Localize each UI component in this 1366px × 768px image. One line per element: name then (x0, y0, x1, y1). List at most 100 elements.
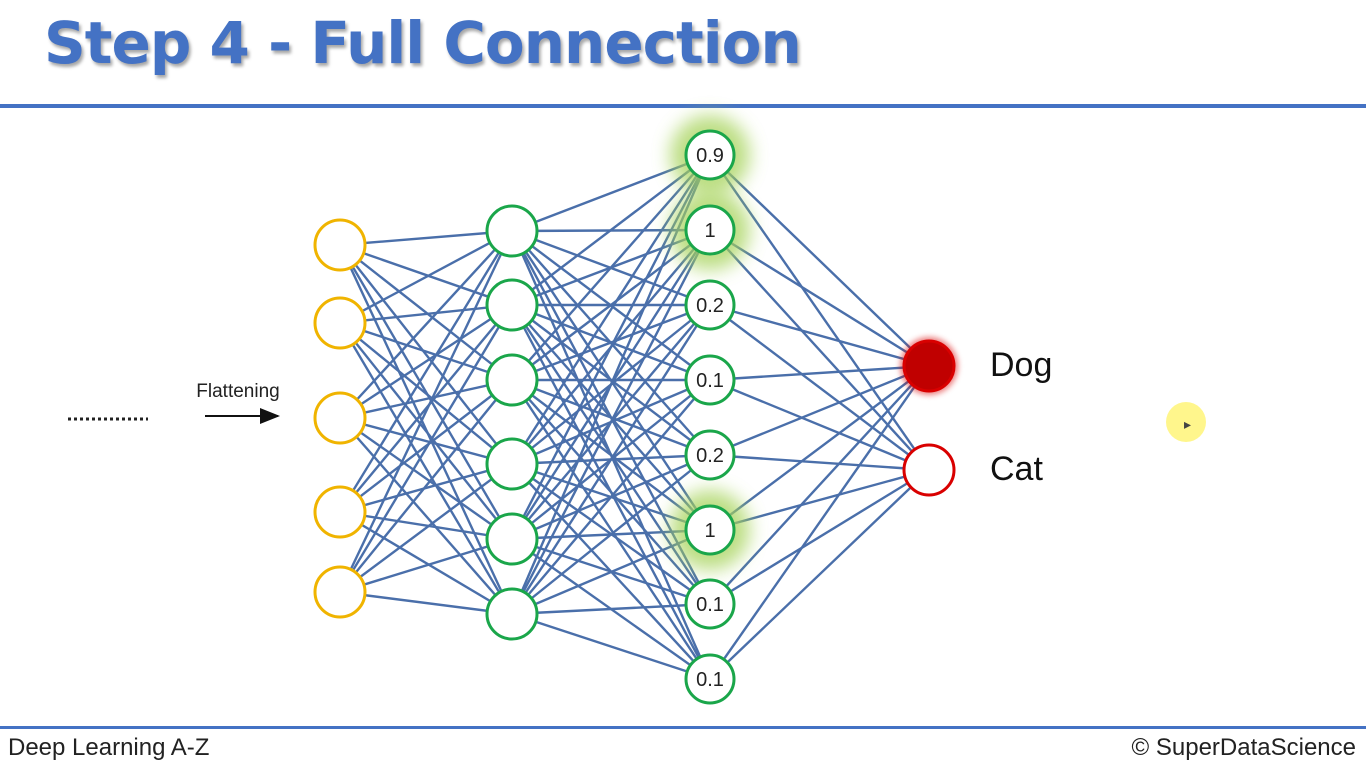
connection-line (511, 378, 711, 457)
connection-line (339, 462, 513, 514)
connection-line (339, 303, 513, 325)
connection-line (339, 510, 513, 541)
connection-line (510, 154, 712, 465)
connection-line (339, 244, 513, 465)
input-neuron (313, 218, 367, 272)
connection-line (511, 602, 711, 616)
title-divider (0, 104, 1366, 108)
connection-line (511, 612, 711, 681)
input-neuron (313, 485, 367, 539)
fully-connected-neuron (684, 653, 736, 705)
connection-line (709, 229, 930, 471)
neuron-value-label: 0.2 (696, 295, 724, 317)
hidden-neuron (485, 278, 539, 332)
connection-line (709, 228, 930, 368)
connection-line (339, 303, 513, 420)
connection-line (709, 364, 930, 382)
connection-line (339, 417, 513, 615)
hidden-neuron (485, 512, 539, 566)
output-label: Cat (990, 450, 1043, 488)
connection-line (339, 230, 513, 419)
hidden-neuron (485, 587, 539, 641)
connection-line (709, 154, 930, 367)
connection-line (338, 230, 514, 593)
input-neuron (313, 296, 367, 350)
neuron-value-label: 0.1 (696, 594, 724, 616)
connection-line (338, 304, 514, 593)
hidden-neuron (485, 204, 539, 258)
connection-line (339, 244, 513, 381)
fully-connected-neuron (684, 204, 736, 256)
connection-line (709, 365, 930, 680)
hidden-neuron (485, 437, 539, 491)
connection-line (709, 469, 930, 680)
output-label: Dog (990, 346, 1052, 384)
connection-line (510, 379, 712, 680)
connection-line (511, 229, 711, 381)
connection-line (709, 453, 930, 472)
hidden-neuron (485, 353, 539, 407)
connection-line (709, 365, 930, 605)
fully-connected-neuron (684, 129, 736, 181)
fully-connected-neuron (684, 354, 736, 406)
connection-line (511, 454, 711, 615)
connection-line (339, 417, 513, 540)
output-neuron (902, 339, 956, 393)
neuron-value-label: 0.1 (696, 669, 724, 691)
connection-line (338, 230, 514, 513)
neuron-value-label: 1 (704, 520, 715, 542)
connection-line (339, 304, 513, 513)
connection-line (339, 322, 513, 540)
footer-course-title: Deep Learning A-Z (8, 734, 210, 761)
connection-line (339, 321, 513, 382)
footer-copyright: © SuperDataScience (1131, 734, 1356, 761)
connection-line (339, 322, 513, 465)
input-neuron (313, 391, 367, 445)
connection-line (339, 229, 513, 325)
connection-line (709, 365, 930, 531)
neuron-value-label: 0.1 (696, 370, 724, 392)
fully-connected-neuron (684, 279, 736, 331)
flatten-label: Flattening (196, 381, 279, 402)
neuron-value-label: 0.2 (696, 445, 724, 467)
connection-line (339, 510, 513, 616)
connection-line (339, 379, 513, 593)
connection-line (339, 229, 513, 247)
connection-line (709, 378, 930, 472)
connection-line (339, 416, 513, 466)
connection-line (511, 303, 711, 382)
neuron-value-label: 1 (704, 220, 715, 242)
connections (338, 153, 930, 681)
connection-line (709, 303, 930, 368)
input-neuron (313, 565, 367, 619)
connection-line (511, 154, 711, 381)
connection-line (511, 379, 711, 605)
output-neuron (902, 443, 956, 497)
connection-line (338, 322, 514, 615)
connection-line (339, 243, 513, 307)
connection-line (339, 379, 513, 513)
footer-divider (0, 726, 1366, 729)
connection-line (511, 154, 711, 306)
connection-line (511, 379, 711, 615)
connection-line (339, 463, 513, 593)
cursor-highlight (1166, 402, 1206, 442)
connection-line (709, 364, 930, 457)
mouse-pointer-icon: ▸ (1184, 416, 1192, 432)
slide-title: Step 4 - Full Connection (44, 9, 802, 77)
neuron-value-label: 0.9 (696, 145, 724, 167)
connection-line (510, 229, 712, 615)
connection-line (709, 304, 930, 471)
connection-line (339, 537, 513, 594)
connection-line (511, 379, 711, 531)
connection-line (339, 378, 513, 420)
fully-connected-neuron (684, 578, 736, 630)
connection-line (709, 154, 930, 471)
fully-connected-neuron (684, 429, 736, 481)
connection-line (709, 468, 930, 606)
connection-line (339, 590, 513, 616)
fully-connected-neuron (684, 504, 736, 556)
connection-line (510, 304, 712, 615)
